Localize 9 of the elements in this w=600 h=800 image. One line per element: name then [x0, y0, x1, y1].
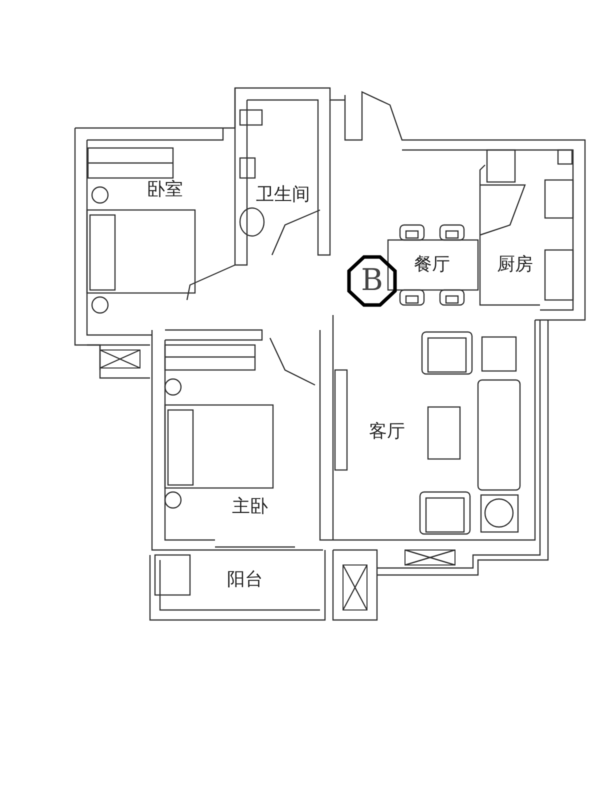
room-label: 卧室 — [147, 181, 183, 199]
room-label: 卫生间 — [256, 186, 310, 204]
room-label: 客厅 — [369, 423, 405, 441]
room-label: 厨房 — [497, 256, 533, 274]
marker-letter: B — [360, 266, 384, 296]
octagon-marker — [345, 254, 399, 308]
room-label: 餐厅 — [414, 256, 450, 274]
room-label: 主卧 — [232, 498, 268, 516]
room-label: 阳台 — [227, 571, 263, 589]
